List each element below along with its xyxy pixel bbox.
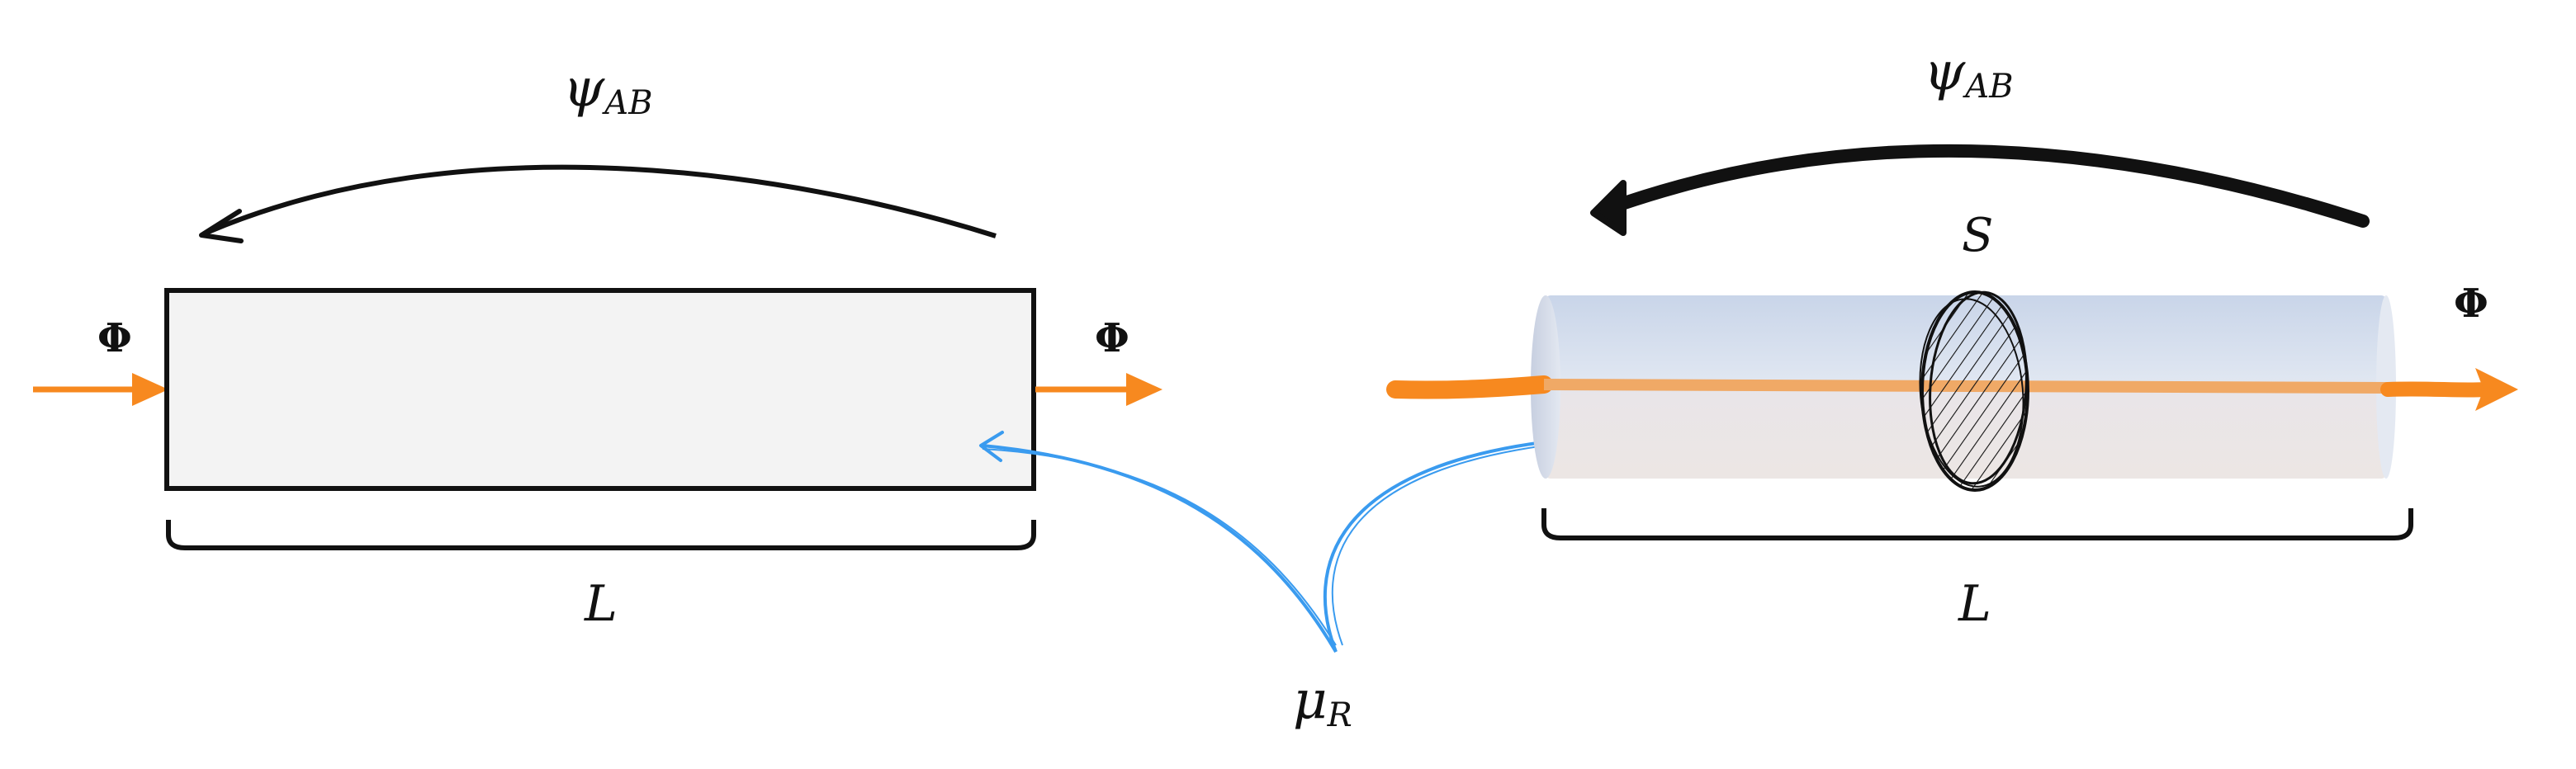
cross-section-s	[1919, 290, 2029, 492]
mu-symbol: μ	[1293, 670, 1328, 731]
left-flux-in-arrow	[33, 373, 168, 406]
left-panel: ψAB Φ Φ L	[33, 58, 1163, 633]
permeability-pointers	[979, 424, 1577, 653]
left-phi-in-label: Φ	[97, 315, 132, 361]
right-length-brace	[1541, 508, 2413, 540]
right-psi-symbol: ψ	[1924, 41, 1966, 102]
right-panel: ψAB S Φ L	[1386, 41, 2518, 633]
left-psi-subscript: AB	[601, 84, 652, 122]
right-length-label: L	[1958, 575, 1991, 633]
left-psi-symbol: ψ	[563, 58, 605, 119]
right-psi-label: ψAB	[1924, 41, 2013, 106]
left-length-label: L	[584, 575, 618, 633]
right-section-label: S	[1962, 209, 1993, 262]
left-psi-label: ψAB	[563, 58, 652, 122]
right-psi-arrow	[1590, 144, 2370, 236]
right-psi-subscript: AB	[1962, 68, 2013, 106]
left-phi-out-label: Φ	[1095, 315, 1129, 361]
left-psi-arrow	[199, 164, 997, 243]
left-reluctance-block	[164, 288, 1036, 491]
mu-r-label: μR	[1293, 670, 1352, 734]
left-flux-out-arrow	[1035, 373, 1163, 406]
mu-subscript: R	[1327, 696, 1352, 734]
left-length-brace	[166, 520, 1036, 550]
right-phi-label: Φ	[2454, 281, 2488, 327]
